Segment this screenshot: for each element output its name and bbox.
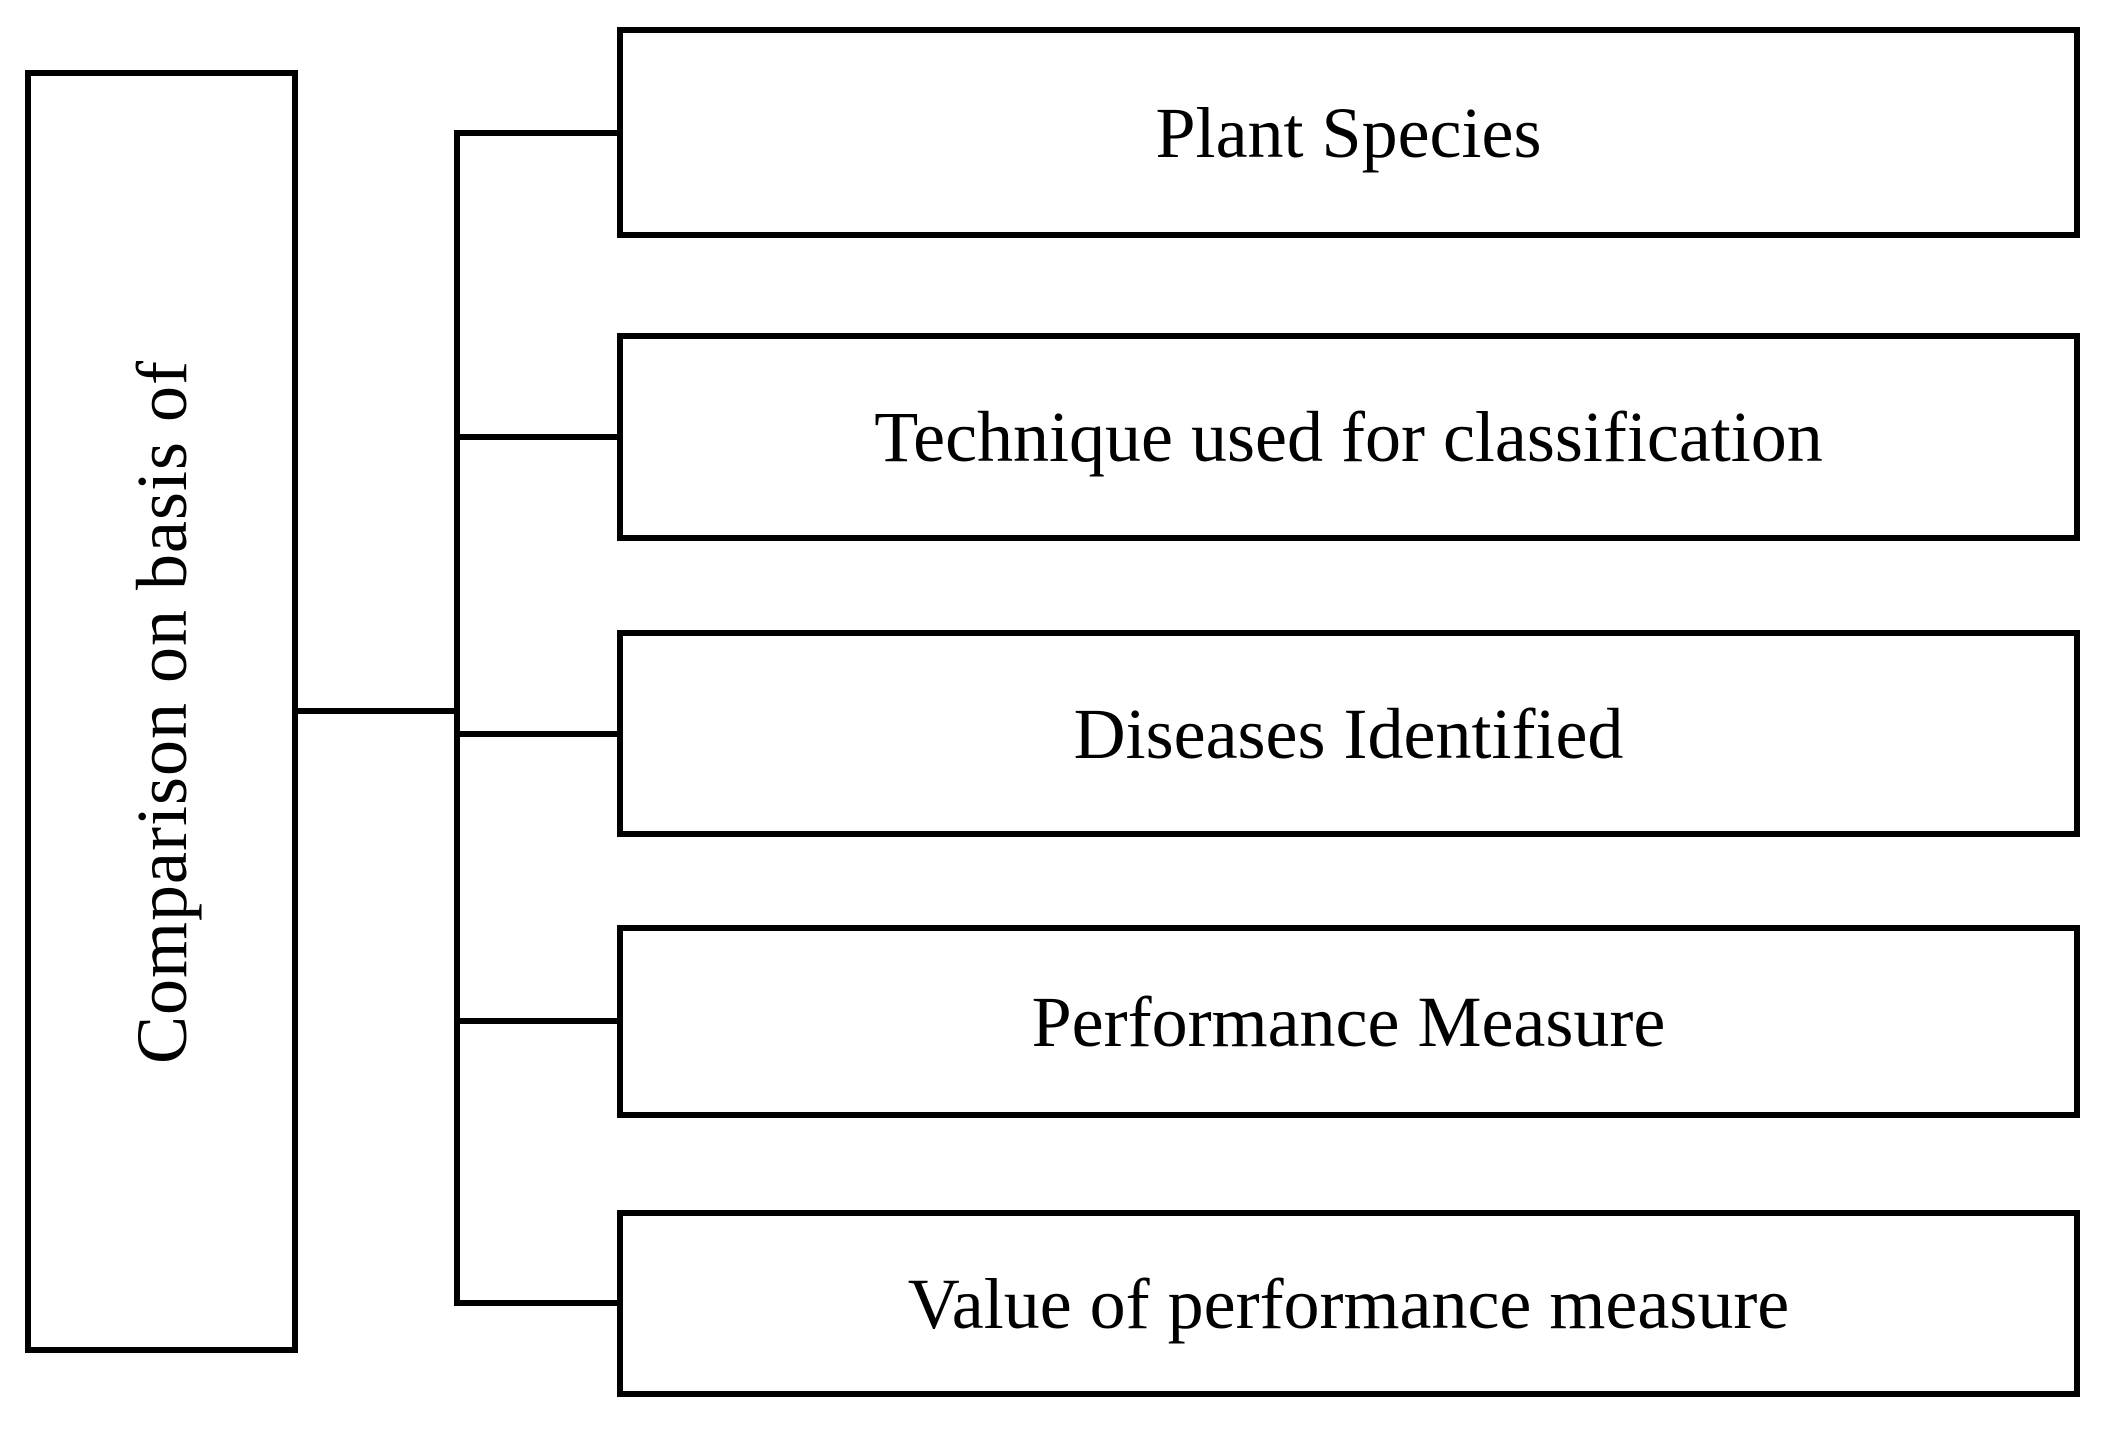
trunk-line bbox=[454, 130, 460, 1306]
root-box-comparison: Comparison on basis of bbox=[25, 70, 298, 1353]
root-connector-line bbox=[292, 708, 460, 714]
branch-label-value-of-performance: Value of performance measure bbox=[907, 1263, 1790, 1344]
branch-box-value-of-performance: Value of performance measure bbox=[617, 1210, 2080, 1397]
branch-label-technique: Technique used for classification bbox=[874, 397, 1823, 477]
branch-line-plant-species bbox=[454, 130, 623, 136]
branch-box-technique: Technique used for classification bbox=[617, 333, 2080, 541]
branch-box-performance-measure: Performance Measure bbox=[617, 925, 2080, 1118]
branch-label-plant-species: Plant Species bbox=[1155, 92, 1542, 173]
branch-line-performance-measure bbox=[454, 1018, 623, 1024]
branch-line-value-of-performance bbox=[454, 1300, 623, 1306]
branch-box-diseases: Diseases Identified bbox=[617, 630, 2080, 837]
branch-box-plant-species: Plant Species bbox=[617, 27, 2080, 238]
branch-label-performance-measure: Performance Measure bbox=[1031, 981, 1666, 1062]
branch-line-diseases bbox=[454, 731, 623, 737]
root-label: Comparison on basis of bbox=[121, 359, 202, 1064]
branch-line-technique bbox=[454, 434, 623, 440]
branch-label-diseases: Diseases Identified bbox=[1073, 693, 1624, 774]
